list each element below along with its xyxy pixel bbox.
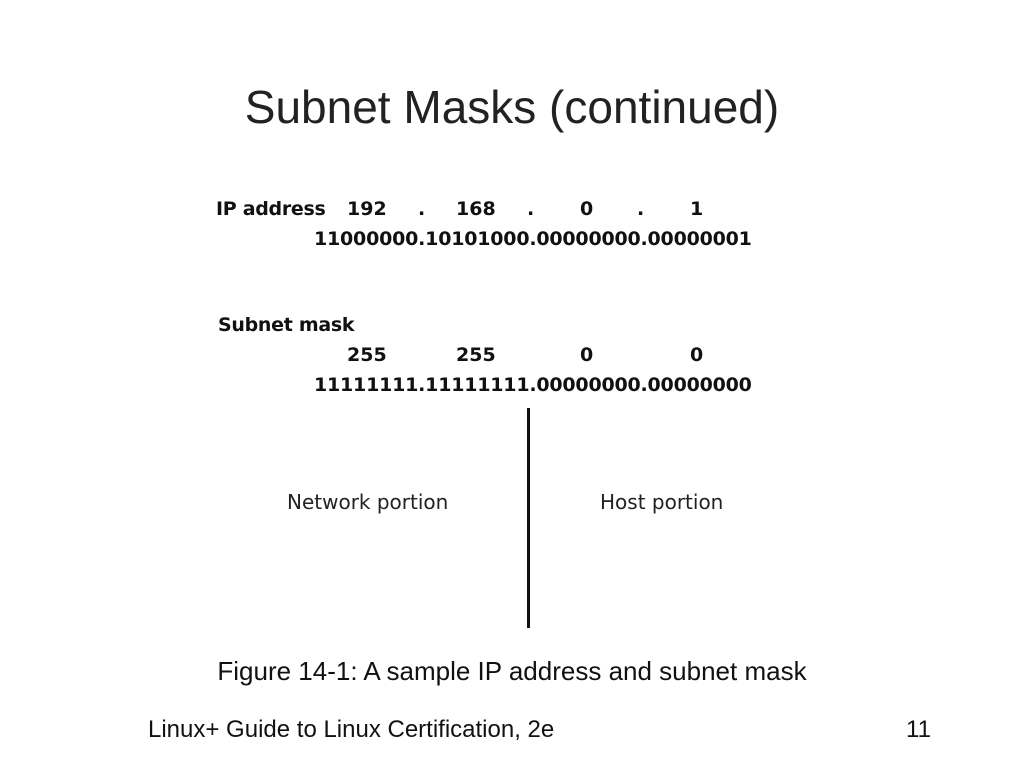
ip-dot-separator: . (637, 198, 645, 220)
ip-dot-separator: . (527, 198, 535, 220)
mask-octet: 0 (580, 344, 594, 366)
footer-text: Linux+ Guide to Linux Certification, 2e (148, 716, 555, 743)
ip-address-label: IP address (216, 198, 326, 220)
ip-octet: 192 (347, 198, 387, 220)
slide-title: Subnet Masks (continued) (244, 81, 780, 133)
mask-binary: 11111111.11111111.00000000.00000000 (314, 374, 752, 396)
network-portion-label: Network portion (287, 490, 449, 514)
mask-octet: 255 (456, 344, 496, 366)
subnet-mask-label: Subnet mask (218, 314, 355, 336)
ip-octet: 1 (690, 198, 704, 220)
ip-octet: 0 (580, 198, 594, 220)
ip-dot-separator: . (418, 198, 426, 220)
ip-octet: 168 (456, 198, 496, 220)
mask-octet: 0 (690, 344, 704, 366)
figure-caption: Figure 14-1: A sample IP address and sub… (217, 656, 807, 686)
subnet-figure: IP address 192 . 168 . 0 . 1 11000000.10… (200, 190, 800, 640)
network-host-divider (527, 408, 530, 628)
mask-octet: 255 (347, 344, 387, 366)
page-number: 11 (906, 716, 931, 743)
ip-binary: 11000000.10101000.00000000.00000001 (314, 228, 752, 250)
host-portion-label: Host portion (600, 490, 724, 514)
